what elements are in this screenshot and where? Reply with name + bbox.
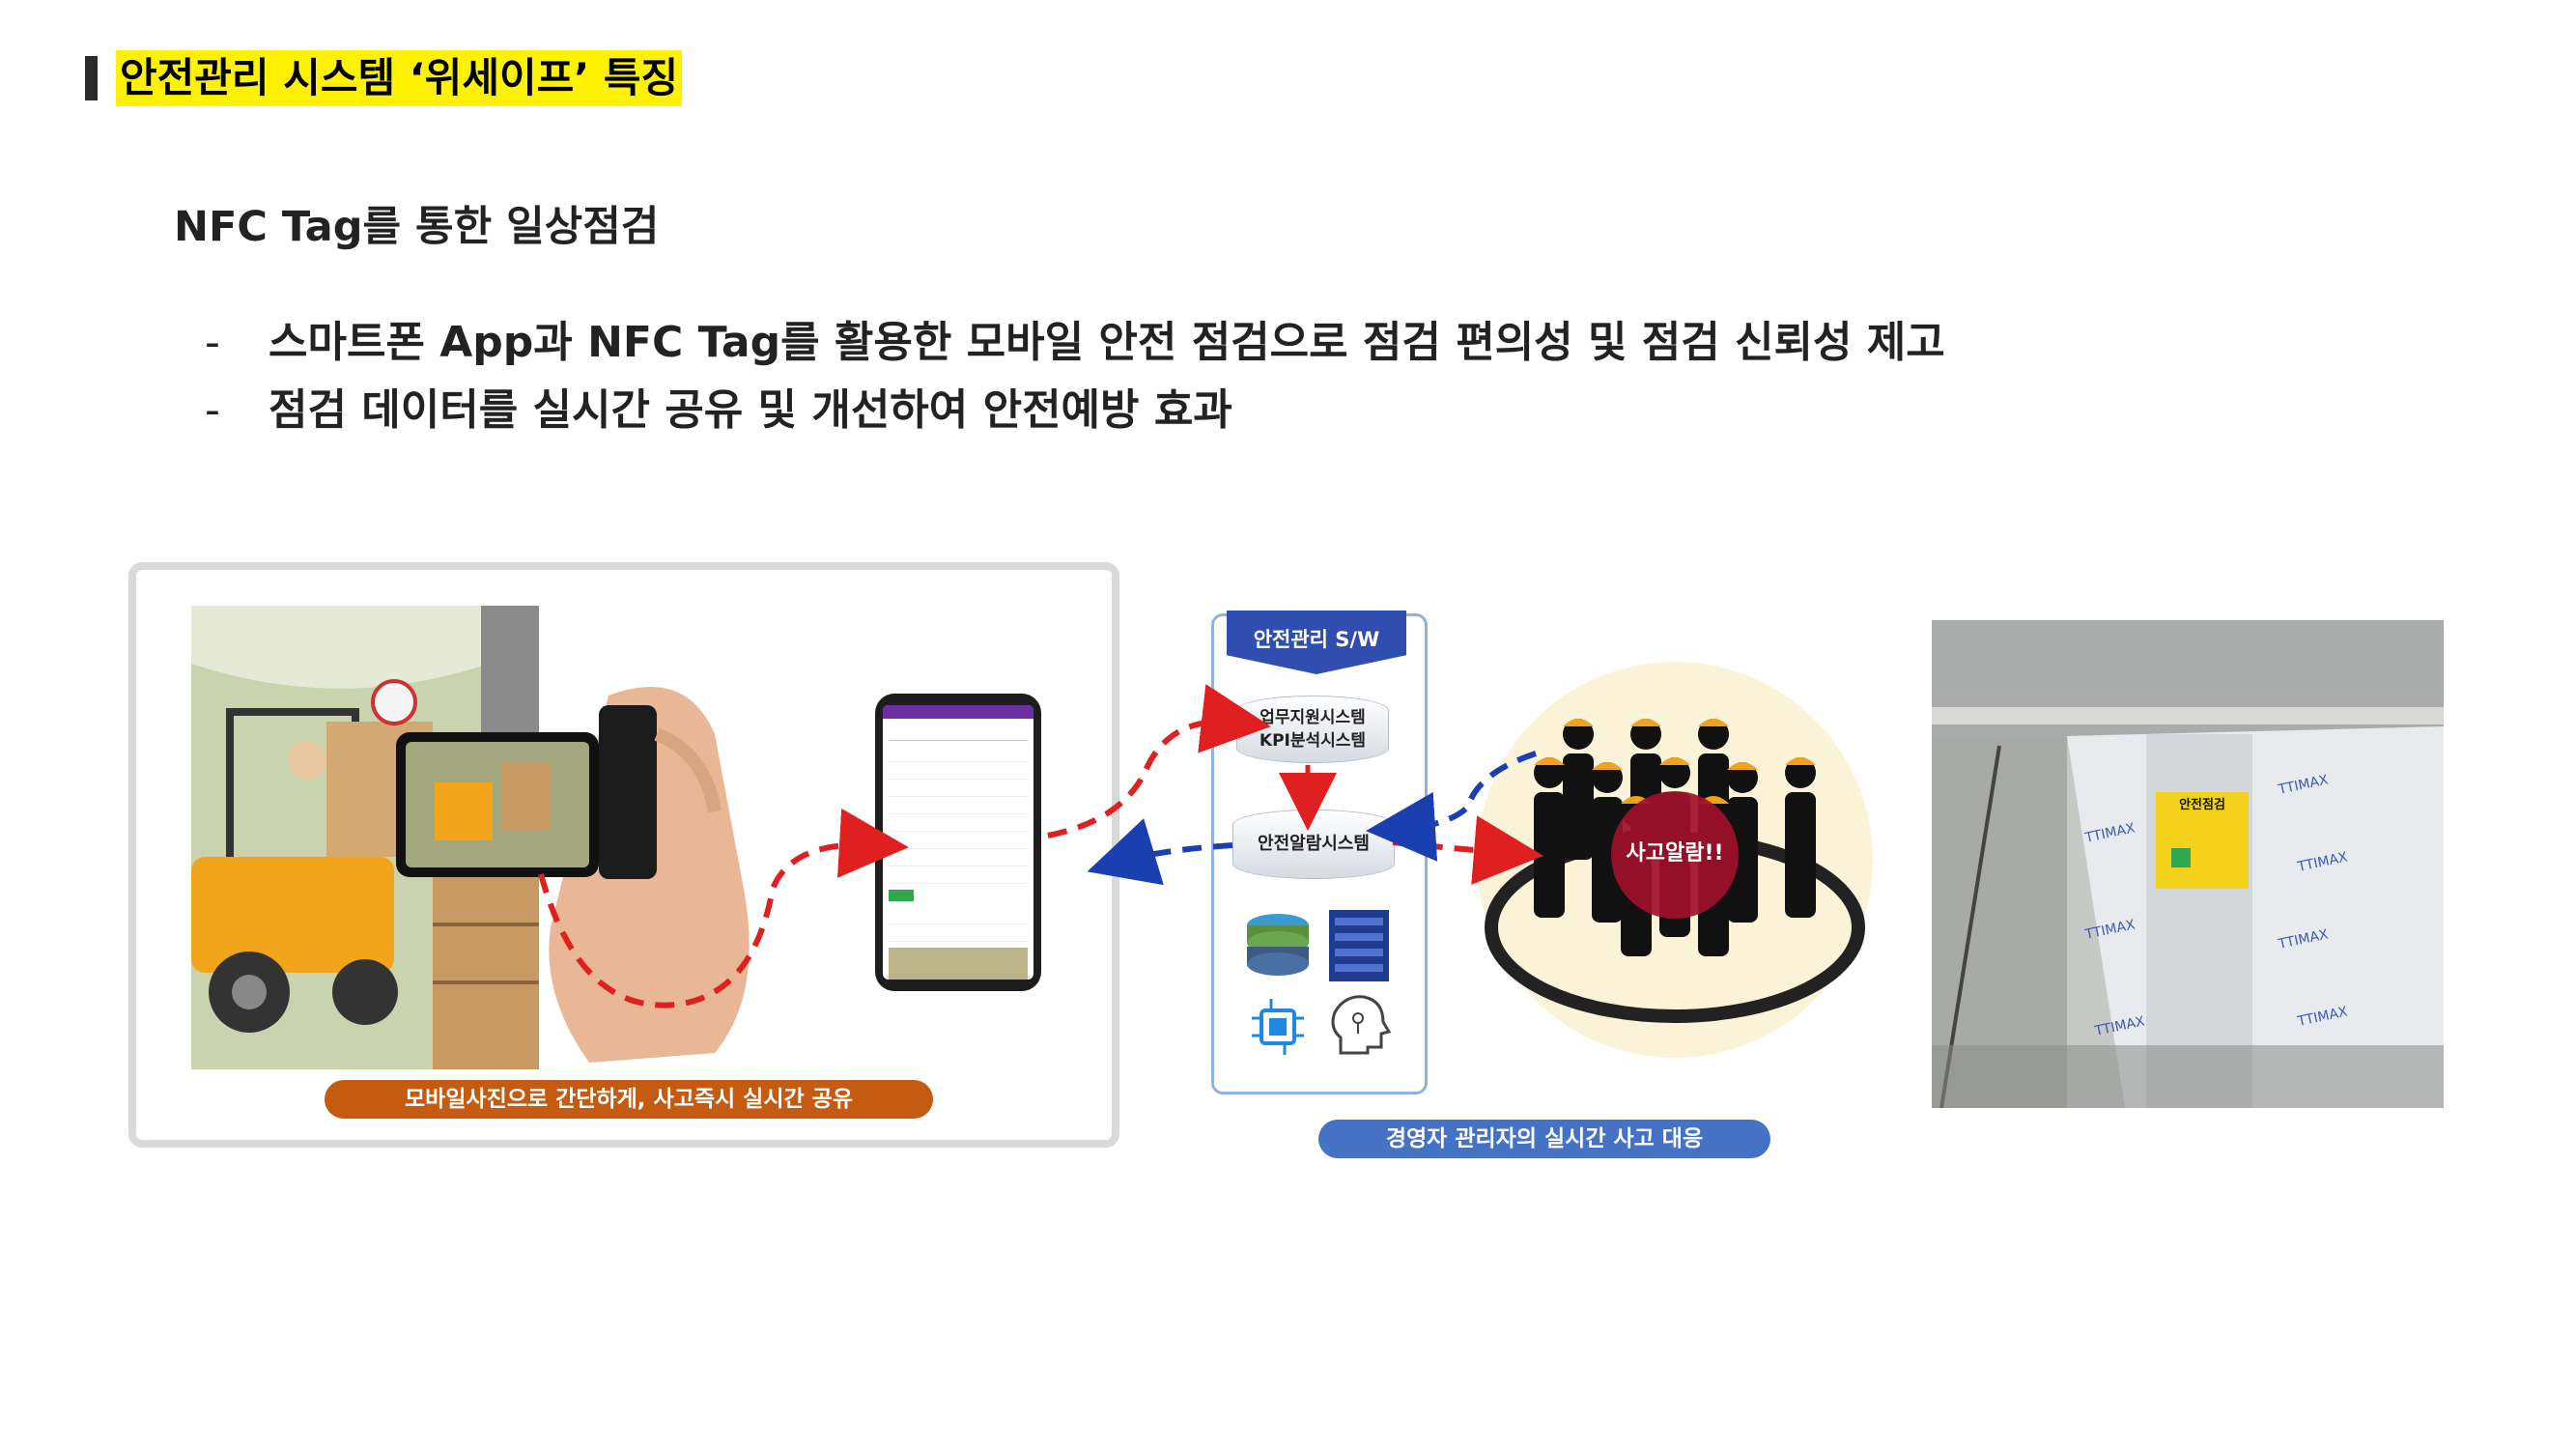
alarm-system-disk: 안전알람시스템	[1232, 810, 1395, 879]
kpi-system-label: KPI분석시스템	[1259, 731, 1367, 751]
workers-alarm-illustration: 사고알람!!	[1472, 657, 1878, 1063]
bullet-dash: -	[205, 385, 220, 435]
center-figure-caption: 경영자 관리자의 실시간 사고 대응	[1318, 1120, 1770, 1158]
page-title: 안전관리 시스템 ‘위세이프’ 특징	[116, 50, 683, 106]
support-system-label: 업무지원시스템	[1260, 708, 1366, 727]
support-system-disk: 업무지원시스템 KPI분석시스템	[1236, 696, 1389, 763]
inspection-sticker-label: 안전점검	[2179, 798, 2225, 812]
title-accent-bar	[85, 56, 98, 100]
nfc-tag-site-photo: TTIMAX TTIMAX TTIMAX TTIMAX TTIMAX TTIMA…	[1932, 620, 2444, 1108]
ai-head-icon	[1323, 989, 1395, 1065]
ai-chip-icon	[1242, 989, 1314, 1065]
bullet-dash: -	[205, 318, 220, 367]
bullet-text: 점검 데이터를 실시간 공유 및 개선하여 안전예방 효과	[269, 385, 1232, 435]
bullet-item: -스마트폰 App과 NFC Tag를 활용한 모바일 안전 점검으로 점검 편…	[205, 307, 1945, 369]
left-figure-caption: 모바일사진으로 간단하게, 사고즉시 실시간 공유	[325, 1080, 933, 1119]
mobile-app-screenshot	[875, 694, 1041, 991]
database-icon	[1242, 908, 1314, 983]
hand-holding-phone-image	[396, 676, 802, 1063]
server-icon	[1323, 908, 1395, 983]
section-subtitle: NFC Tag를 통한 일상점검	[174, 203, 660, 251]
bullet-item: -점검 데이터를 실시간 공유 및 개선하여 안전예방 효과	[205, 375, 1232, 437]
accident-alarm-label: 사고알람!!	[1626, 841, 1724, 866]
bullet-text: 스마트폰 App과 NFC Tag를 활용한 모바일 안전 점검으로 점검 편의…	[269, 318, 1945, 367]
